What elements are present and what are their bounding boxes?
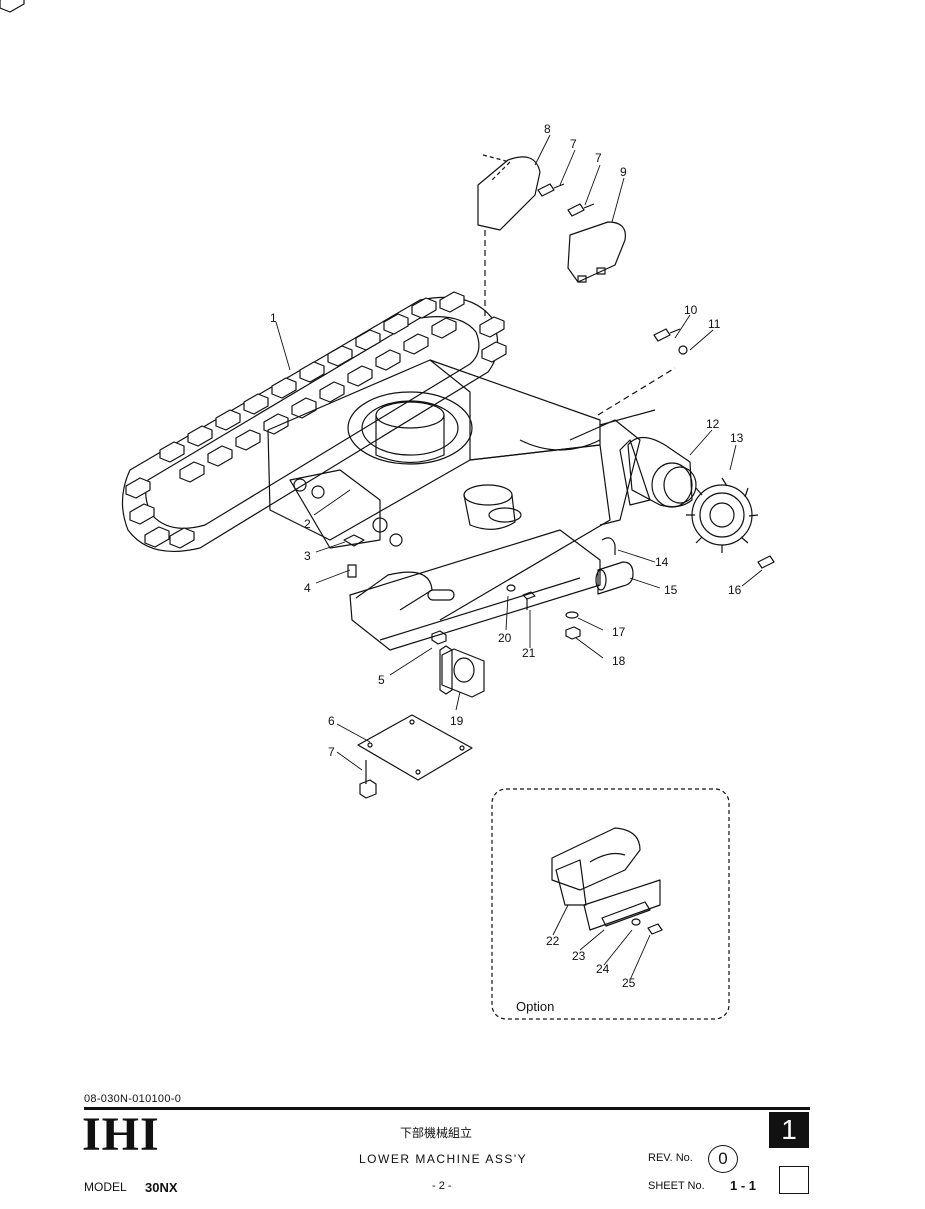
- callout-4: 4: [304, 581, 311, 595]
- callout-13: 13: [730, 431, 744, 445]
- callout-21: 21: [522, 646, 536, 660]
- callout-11: 11: [708, 317, 721, 331]
- option-label: Option: [516, 999, 554, 1014]
- callout-20: 20: [498, 631, 512, 645]
- callout-12: 12: [706, 417, 720, 431]
- callout-8: 8: [544, 122, 551, 136]
- callout-5: 5: [378, 673, 385, 687]
- callout-16: 16: [728, 583, 742, 597]
- callout-1: 1: [270, 311, 277, 325]
- callout-19: 19: [450, 714, 464, 728]
- callout-7-bottom: 7: [328, 745, 335, 759]
- callout-labels: 1 2 3 4 5 6 7 7 7 8 9 10 11 12 13 14 15 …: [270, 122, 744, 1014]
- callout-9: 9: [620, 165, 627, 179]
- callout-2: 2: [304, 517, 311, 531]
- callout-24: 24: [596, 962, 610, 976]
- sprocket-drawing: [686, 477, 759, 553]
- callout-7-right: 7: [595, 151, 602, 165]
- under-cover-plate-drawing: [357, 714, 473, 781]
- callout-25: 25: [622, 976, 636, 990]
- travel-motor-drawing: [619, 436, 697, 508]
- callout-15: 15: [664, 583, 678, 597]
- pin-and-clip-drawing: [595, 537, 634, 595]
- track-lugs: [125, 291, 507, 549]
- callout-3: 3: [304, 549, 311, 563]
- callout-6: 6: [328, 714, 335, 728]
- fasteners-drawing: [343, 183, 775, 799]
- roller-drawing: [439, 645, 485, 698]
- callout-7-left: 7: [570, 137, 577, 151]
- callout-14: 14: [655, 555, 669, 569]
- lower-frame-drawing: [267, 359, 656, 651]
- leader-lines: [275, 134, 763, 981]
- callout-23: 23: [572, 949, 586, 963]
- cover-plates-drawing: [477, 154, 676, 416]
- callout-22: 22: [546, 934, 560, 948]
- callout-10: 10: [684, 303, 698, 317]
- callout-18: 18: [612, 654, 626, 668]
- option-detail-box: [491, 788, 730, 1020]
- callout-17: 17: [612, 625, 626, 639]
- crawler-track-drawing: [0, 0, 507, 553]
